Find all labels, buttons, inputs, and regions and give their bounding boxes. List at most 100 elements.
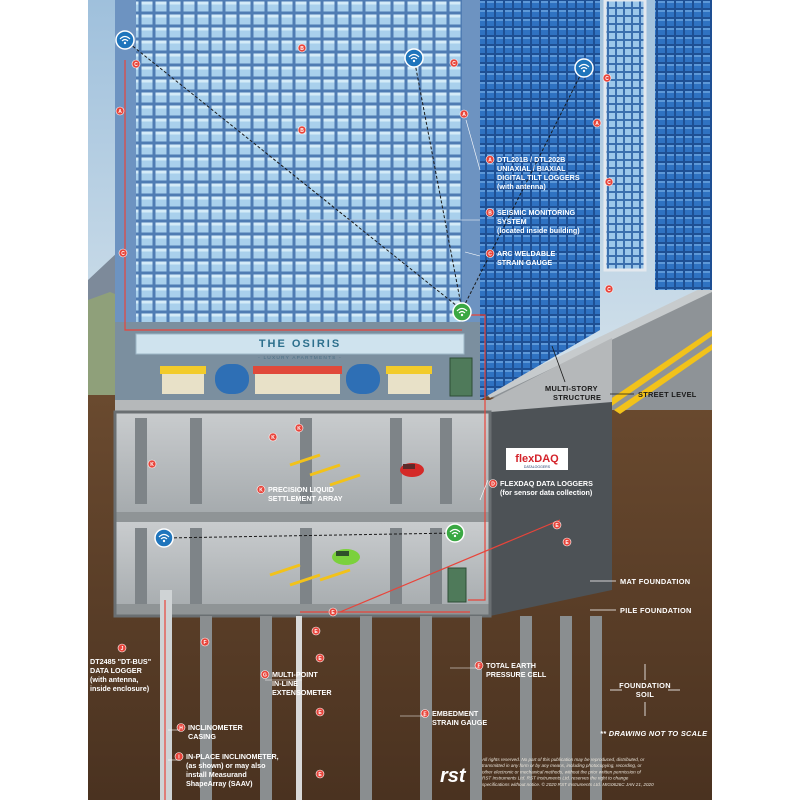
- column: [390, 418, 402, 504]
- svg-text:K: K: [259, 488, 263, 494]
- pile: [360, 616, 372, 800]
- column: [190, 528, 202, 604]
- callout-h-line: INCLINOMETER: [188, 723, 244, 732]
- street-line: [600, 330, 712, 410]
- callout-i-line: install Measurand: [186, 770, 247, 779]
- car-green: [332, 549, 360, 565]
- wifi-icon: [452, 302, 472, 322]
- callout-marker-e: E: [315, 653, 325, 663]
- column: [300, 528, 312, 604]
- mid-tower: [605, 0, 645, 270]
- copyright-notice: All rights reserved. No part of this pub…: [481, 757, 654, 787]
- logger-enclosure-street: [449, 357, 473, 397]
- svg-text:E: E: [565, 540, 569, 546]
- pile: [260, 616, 272, 800]
- glass-tower: [480, 0, 600, 400]
- callout-e-line: EMBEDMENT: [432, 709, 479, 718]
- callout-marker-k: K: [294, 423, 304, 433]
- multi-story-label-1: MULTI-STORY: [545, 384, 598, 393]
- pile: [470, 616, 482, 800]
- callout-marker-c: C: [604, 177, 614, 187]
- callout-a-line: UNIAXIAL / BIAXIAL: [497, 164, 566, 173]
- callout-i-line: ShapeArray (SAAV): [186, 779, 253, 788]
- foundation-soil-label-1: FOUNDATION: [619, 681, 671, 690]
- callout-g-line: MULTI-POINT: [272, 670, 318, 679]
- extensometer: [296, 616, 302, 800]
- street-labels: MULTI-STORY STRUCTURE STREET LEVEL: [545, 345, 697, 402]
- wifi-icon: [404, 48, 424, 68]
- callout-marker-a: A: [459, 109, 469, 119]
- callout-marker-b: B: [297, 43, 307, 53]
- svg-text:K: K: [150, 462, 154, 468]
- far-tower: [655, 0, 712, 290]
- callout-marker-e: E: [552, 520, 562, 530]
- piles: [160, 590, 602, 800]
- street-line-2: [614, 344, 712, 414]
- car-red: [400, 463, 424, 477]
- svg-text:E: E: [331, 610, 335, 616]
- callout-b-line: (located inside building): [497, 226, 580, 235]
- callout-d-line: FLEXDAQ DATA LOGGERS: [500, 479, 593, 488]
- callout-f-line: TOTAL EARTH: [486, 661, 536, 670]
- flexdaq-logo: flexDAQ DATALOGGERS: [506, 448, 568, 470]
- column: [430, 528, 442, 604]
- parking-structure: [113, 402, 612, 618]
- callout-k-line: SETTLEMENT ARRAY: [268, 494, 343, 503]
- logger-enclosure-lower: [447, 567, 467, 603]
- svg-text:A: A: [118, 109, 122, 115]
- callout-marker-e: E: [315, 707, 325, 717]
- not-to-scale-note: ** DRAWING NOT TO SCALE: [600, 729, 708, 738]
- callout-marker-c: C: [449, 58, 459, 68]
- pile: [200, 616, 212, 800]
- svg-text:J: J: [121, 646, 124, 652]
- pile: [420, 616, 432, 800]
- copyright-line: transmitted in any form or by any means,…: [482, 763, 642, 768]
- callout-a-line: (with antenna): [497, 182, 546, 191]
- svg-text:C: C: [607, 180, 611, 186]
- column: [135, 528, 147, 604]
- svg-text:B: B: [300, 128, 304, 134]
- svg-text:F: F: [477, 664, 480, 670]
- svg-text:F: F: [203, 640, 206, 646]
- wireless-links: [124, 39, 585, 539]
- callout-g-line: EXTENSOMETER: [272, 688, 332, 697]
- svg-text:C: C: [121, 251, 125, 257]
- svg-text:E: E: [318, 772, 322, 778]
- callout-c-line: ARC WELDABLE: [497, 249, 555, 258]
- copyright-line: specifications without notice. © 2020 RS…: [482, 781, 654, 787]
- callout-marker-a: A: [592, 118, 602, 128]
- callout-marker-e: E: [311, 626, 321, 636]
- callout-e-line: STRAIN GAUGE: [432, 718, 487, 727]
- callout-h-line: CASING: [188, 732, 216, 741]
- copyright-line: All rights reserved. No part of this pub…: [481, 757, 645, 762]
- callout-marker-c: C: [604, 284, 614, 294]
- callout-marker-e: E: [562, 537, 572, 547]
- building-subtitle: - LUXURY APARTMENTS -: [258, 355, 342, 361]
- pile: [590, 616, 602, 800]
- svg-text:A: A: [462, 112, 466, 118]
- svg-text:K: K: [271, 435, 275, 441]
- parking-stripes: [269, 453, 361, 587]
- pile: [520, 616, 532, 800]
- callout-marker-e: E: [328, 607, 338, 617]
- svg-text:I: I: [178, 755, 180, 761]
- pile: [560, 616, 572, 800]
- callout-i-line: (as shown) or may also: [186, 761, 266, 770]
- callout-marker-k: K: [147, 459, 157, 469]
- svg-text:B: B: [488, 211, 492, 217]
- svg-text:C: C: [607, 287, 611, 293]
- callout-marker-k: K: [268, 432, 278, 442]
- svg-text:E: E: [318, 710, 322, 716]
- svg-text:H: H: [179, 726, 183, 732]
- svg-text:E: E: [555, 523, 559, 529]
- wifi-icon: [445, 523, 465, 543]
- wifi-icon: [115, 30, 135, 50]
